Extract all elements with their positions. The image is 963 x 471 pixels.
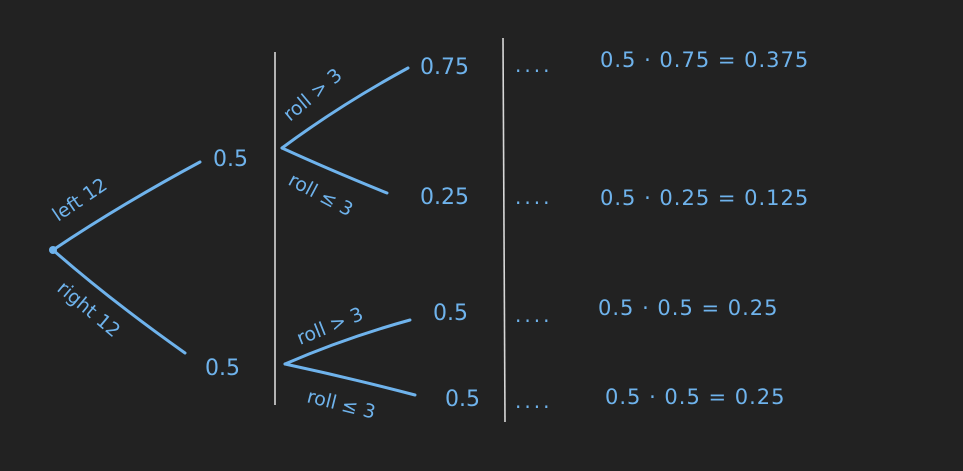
label-right-12: right 12 bbox=[53, 277, 124, 342]
divider-line-2 bbox=[502, 37, 506, 423]
result-equation-1: 0.5 · 0.75 = 0.375 bbox=[600, 48, 809, 72]
result-equation-2: 0.5 · 0.25 = 0.125 bbox=[600, 186, 809, 210]
branch-right-12 bbox=[51, 248, 187, 355]
prob-lower-roll-gt-3: 0.5 bbox=[433, 301, 468, 326]
branch-upper-roll-le-3 bbox=[280, 146, 389, 195]
branch-upper-roll-gt-3 bbox=[280, 66, 410, 150]
prob-right-12: 0.5 bbox=[205, 356, 240, 381]
label-lower-roll-le-3: roll ≤ 3 bbox=[305, 386, 378, 424]
result-equation-3: 0.5 · 0.5 = 0.25 bbox=[598, 296, 779, 320]
branch-left-12 bbox=[51, 160, 202, 252]
branch-lower-roll-gt-3 bbox=[283, 318, 412, 366]
prob-lower-roll-le-3: 0.5 bbox=[445, 387, 480, 412]
result-dots-2: .... bbox=[515, 185, 552, 209]
prob-upper-roll-le-3: 0.25 bbox=[420, 185, 469, 210]
branch-lower-roll-le-3 bbox=[283, 362, 417, 397]
result-dots-3: .... bbox=[515, 303, 552, 327]
result-dots-1: .... bbox=[515, 53, 552, 77]
label-lower-roll-gt-3: roll > 3 bbox=[294, 303, 367, 349]
prob-left-12: 0.5 bbox=[213, 147, 248, 172]
prob-upper-roll-gt-3: 0.75 bbox=[420, 55, 469, 80]
result-equation-4: 0.5 · 0.5 = 0.25 bbox=[605, 385, 786, 409]
result-dots-4: .... bbox=[515, 389, 552, 413]
label-upper-roll-gt-3: roll > 3 bbox=[279, 64, 347, 126]
